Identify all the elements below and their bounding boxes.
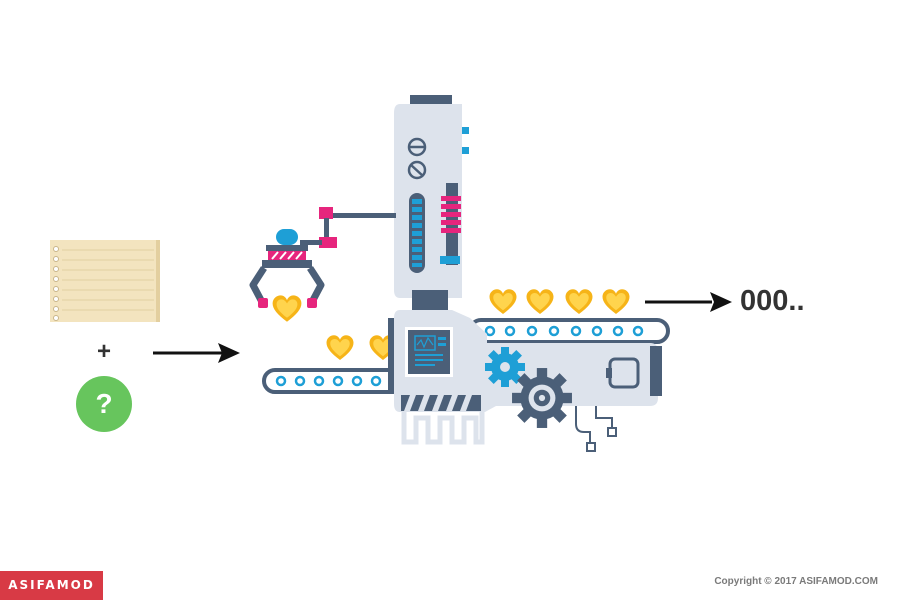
arrow-right-icon — [153, 343, 240, 363]
machine-body — [388, 310, 662, 452]
heart-icon — [326, 335, 354, 360]
output-arrow-icon — [645, 292, 732, 312]
output-label: 000.. — [740, 285, 805, 317]
input-conveyor — [262, 368, 406, 394]
heart-icon — [526, 289, 554, 314]
claw-icon — [249, 207, 396, 322]
notebook-icon — [50, 240, 160, 322]
copyright-text: Copyright © 2017 ASIFAMOD.COM — [714, 576, 878, 587]
heart-icon — [565, 289, 593, 314]
output-conveyor — [468, 318, 670, 344]
machine-tower — [394, 95, 469, 310]
gear-icon — [512, 368, 572, 428]
heart-icon — [602, 289, 630, 314]
unknown-symbol: ? — [95, 388, 113, 419]
brand-logo: ASIFAMOD — [0, 571, 103, 600]
question-icon — [76, 376, 132, 432]
heart-icon — [489, 289, 517, 314]
plus-symbol: + — [96, 338, 111, 365]
heart-icon — [272, 295, 302, 322]
